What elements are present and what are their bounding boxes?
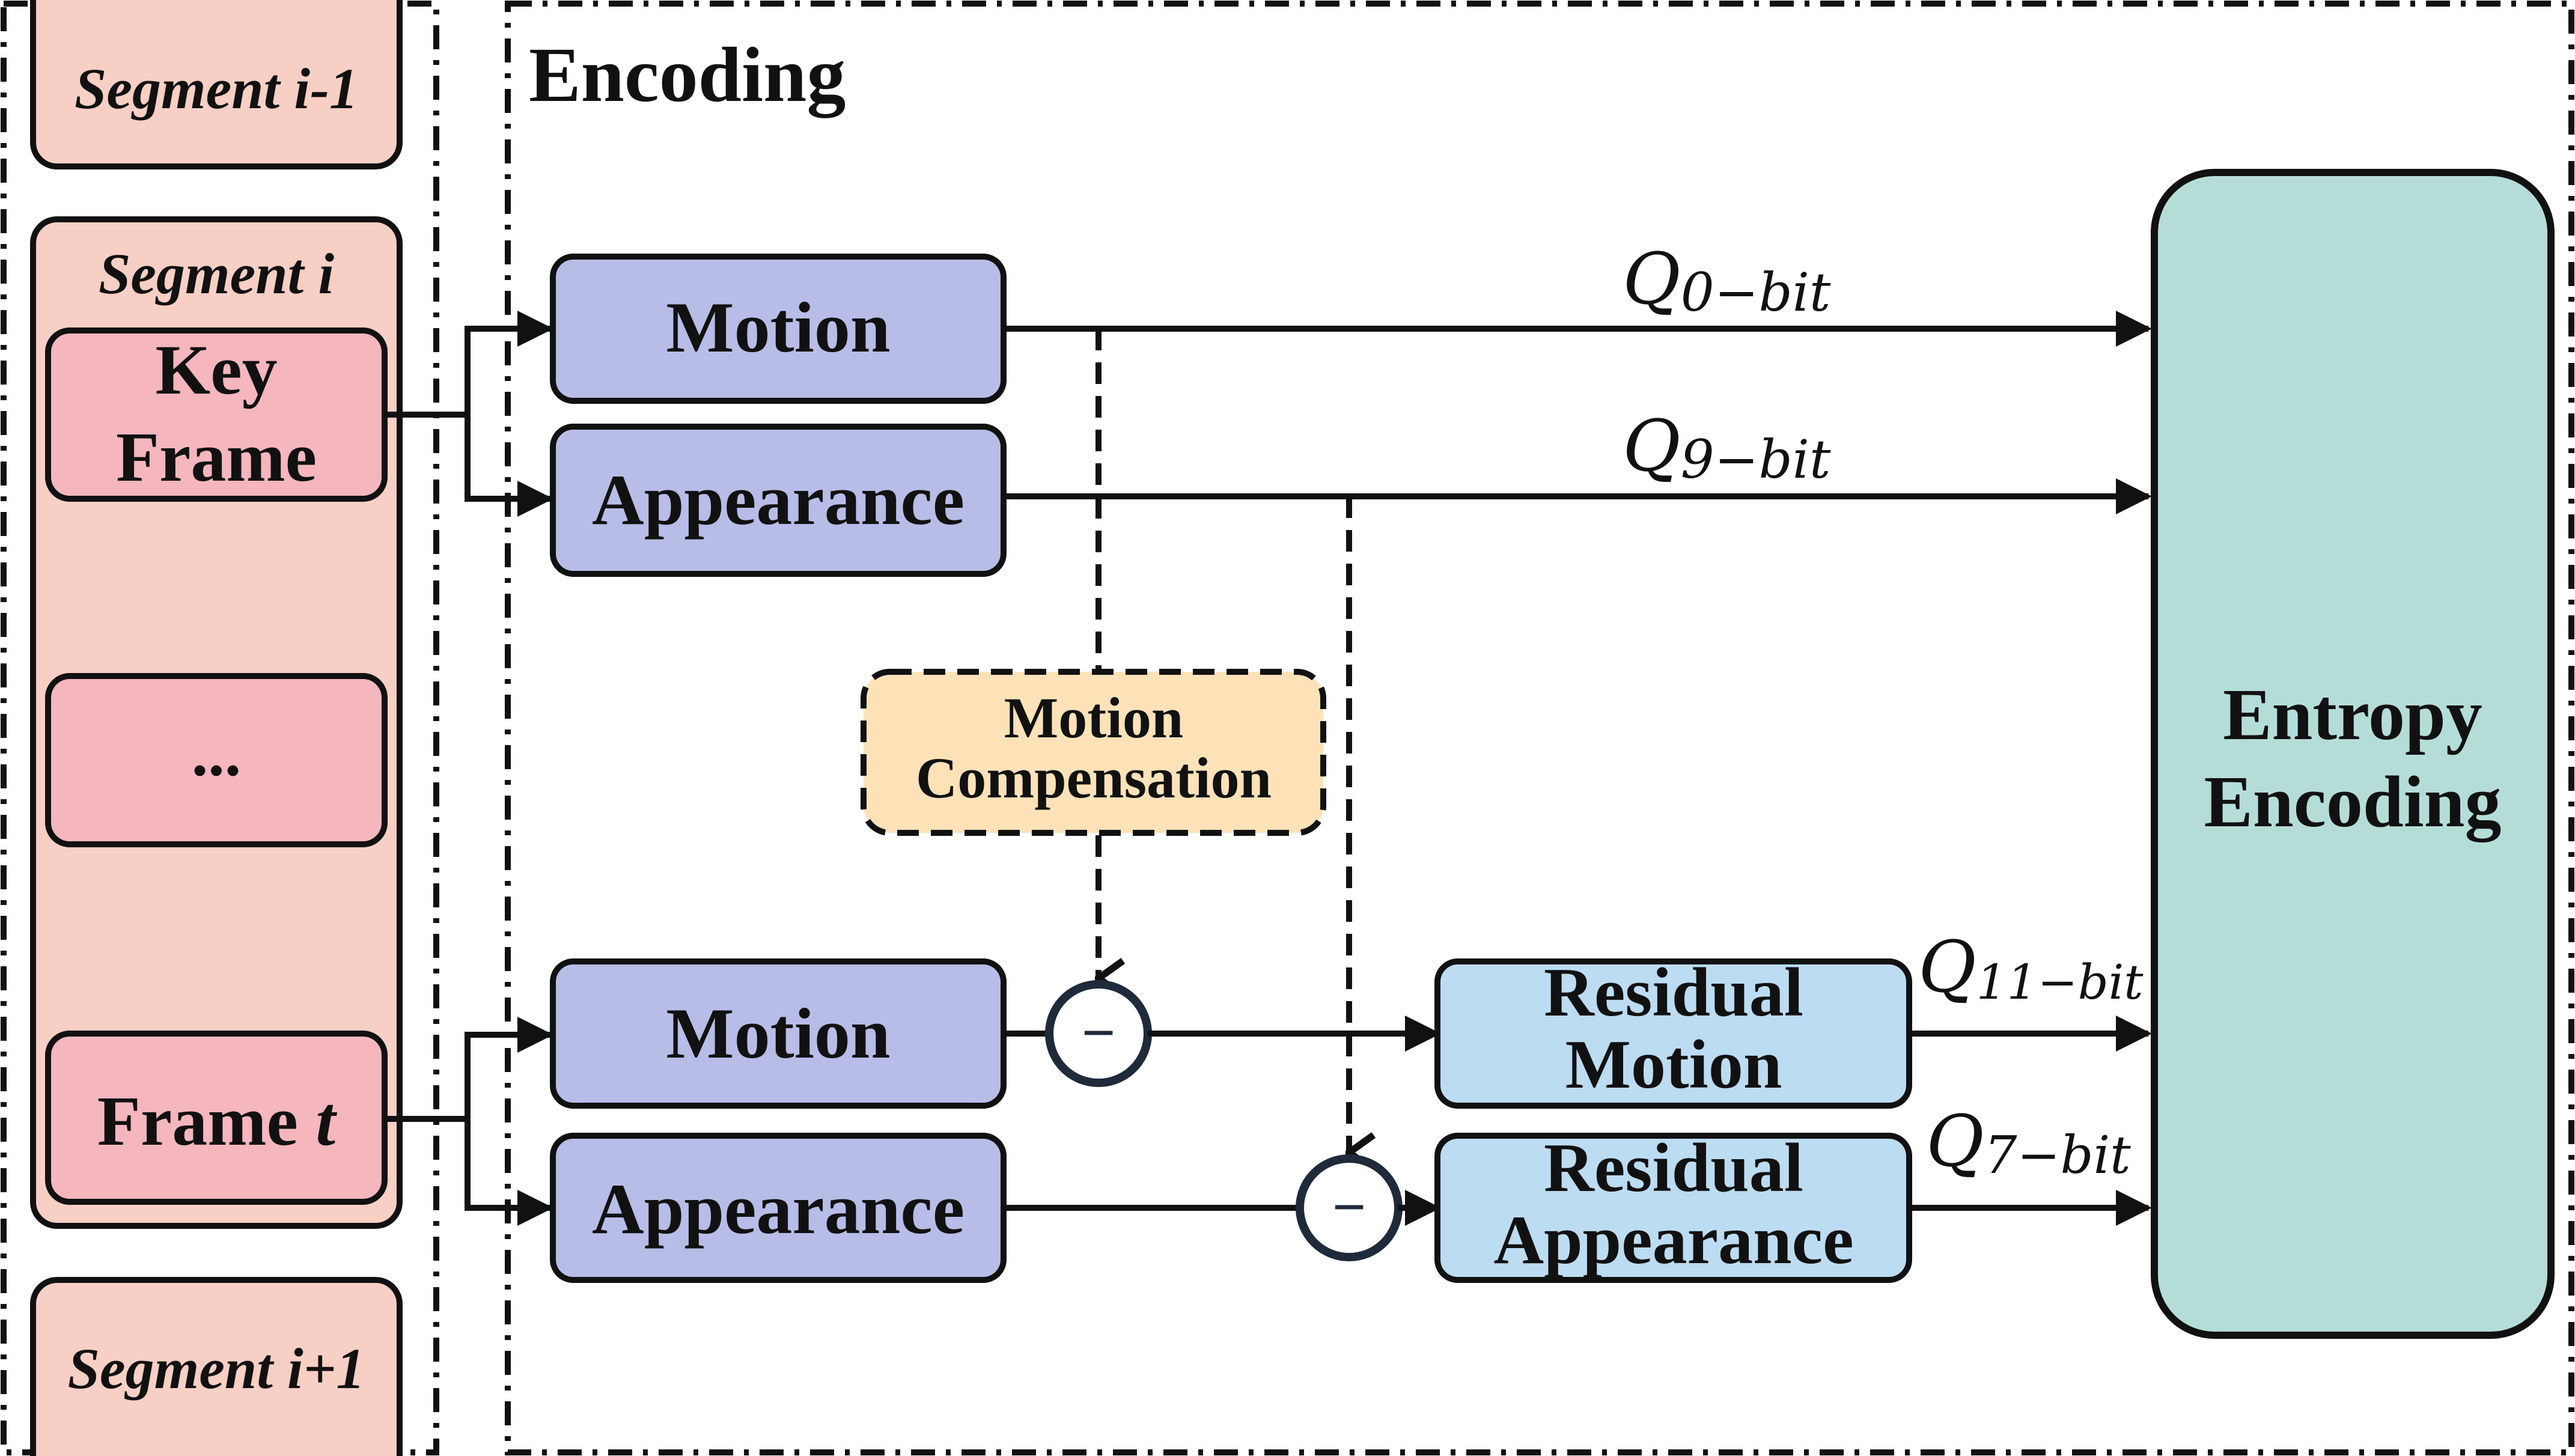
residual-appearance: Residual Appearance: [1434, 1130, 1912, 1283]
quantizer-q0: Q0−bit: [1623, 237, 1831, 323]
key-frame-trunk: [385, 311, 553, 418]
frame-t-variable: t: [315, 1082, 337, 1160]
quantizer-q9-sub: 9−bit: [1681, 428, 1831, 490]
key-frame-branch: [465, 415, 553, 517]
quantizer-q0-sub: 0−bit: [1681, 261, 1831, 323]
intermediate-frames: ...: [45, 673, 388, 847]
segment-next-label: Segment i+1: [68, 1336, 365, 1401]
quantizer-q9-symbol: Q: [1623, 404, 1681, 487]
appearance-encoder-key-label: Appearance: [592, 460, 964, 540]
motion-encoder-key: Motion: [550, 254, 1007, 404]
entropy-encoding-label-1: Entropy: [2223, 674, 2482, 755]
key-frame: Key Frame: [45, 327, 388, 502]
segment-next: Segment i+1: [30, 1277, 403, 1456]
segment-current: Segment i Key Frame ... Frame t: [30, 216, 403, 1229]
entropy-encoding: Entropy Encoding: [2151, 169, 2555, 1339]
quantizer-q9: Q9−bit: [1623, 404, 1831, 490]
key-frame-label-1: Key: [155, 330, 277, 409]
segment-prev-label: Segment i-1: [75, 56, 358, 121]
quantizer-q0-symbol: Q: [1623, 237, 1681, 320]
motion-encoder-frame-label: Motion: [666, 993, 890, 1073]
frame-t-branch: [465, 1119, 553, 1226]
encoding-panel: [505, 1, 2574, 1455]
intermediate-frames-box: [45, 673, 388, 847]
residual-motion-label-2: Motion: [1565, 1026, 1782, 1103]
residual-appearance-label-2: Appearance: [1493, 1202, 1853, 1279]
frame-t: Frame t: [45, 1031, 388, 1205]
subtract-node-appearance: −: [1004, 1154, 1403, 1261]
motion-compensation-label-2: Compensation: [916, 746, 1272, 810]
quantizer-q7-sub: 7−bit: [1984, 1126, 2131, 1186]
quantizer-q11-symbol: Q: [1918, 925, 1976, 1008]
motion-compensation-label-1: Motion: [1004, 686, 1184, 750]
appearance-encoder-key: Appearance: [550, 424, 1007, 577]
frame-t-connectors: [385, 1017, 553, 1226]
quantizer-q11-sub: 11−bit: [1976, 954, 2144, 1010]
appearance-encoder-frame-label: Appearance: [592, 1169, 964, 1249]
motion-compensation: Motion Compensation: [861, 669, 1326, 836]
minus-icon-motion: −: [1082, 999, 1116, 1066]
entropy-encoding-label-2: Encoding: [2204, 761, 2502, 842]
minus-icon-appearance: −: [1332, 1174, 1367, 1240]
key-frame-connectors: [385, 311, 553, 517]
segment-prev-box: [30, 0, 403, 169]
appearance-encoder-frame: Appearance: [550, 1133, 1007, 1283]
subtract-node-motion: −: [1004, 980, 1152, 1087]
quantizer-q7-symbol: Q: [1926, 1100, 1984, 1183]
segment-current-label: Segment i: [99, 242, 334, 306]
encoding-title: Encoding: [529, 32, 846, 118]
key-frame-label-2: Frame: [116, 418, 317, 496]
motion-encoder-key-label: Motion: [666, 287, 890, 367]
frame-t-label: Frame t: [97, 1082, 338, 1160]
segment-next-box: [30, 1277, 403, 1456]
residual-appearance-label-1: Residual: [1544, 1130, 1803, 1207]
residual-motion-label-1: Residual: [1544, 954, 1803, 1031]
entropy-encoding-box: [2151, 169, 2555, 1339]
frame-t-trunk: [385, 1017, 553, 1122]
appearance-encoder-key-box: [550, 424, 1007, 577]
motion-encoder-frame: Motion: [550, 958, 1007, 1109]
quantizer-q7: Q7−bit: [1926, 1100, 2131, 1186]
frame-t-prefix: Frame: [97, 1082, 316, 1160]
segment-prev: Segment i-1: [30, 0, 403, 169]
ellipsis-label: ...: [192, 716, 242, 790]
quantizer-q11: Q11−bit: [1918, 925, 2144, 1010]
motion-compensation-box: [861, 669, 1326, 836]
residual-motion: Residual Motion: [1434, 954, 1912, 1109]
